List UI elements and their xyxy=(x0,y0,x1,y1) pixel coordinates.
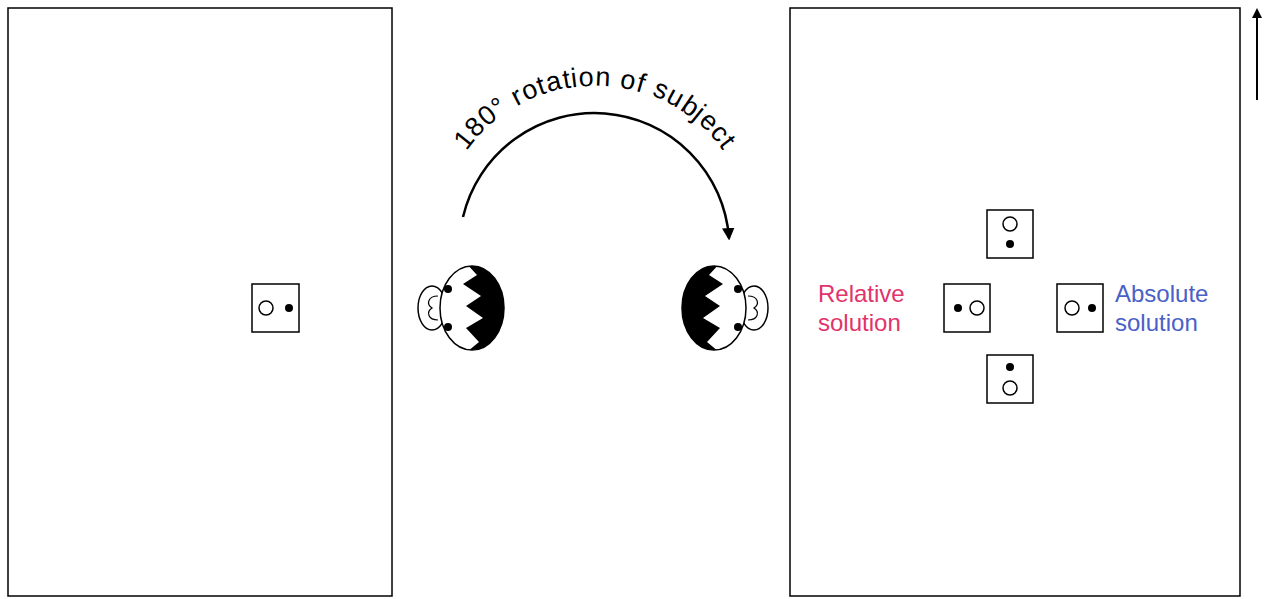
relative-solution-label: Relative solution xyxy=(818,279,930,337)
choice-card-top xyxy=(987,210,1033,258)
edge-arrow xyxy=(1256,10,1258,100)
subject-head xyxy=(418,260,504,356)
subject-head-rotated xyxy=(682,260,768,356)
stimulus-card xyxy=(252,284,299,332)
rotation-arrow xyxy=(463,113,729,238)
choice-card-absolute xyxy=(1057,284,1103,332)
left-table xyxy=(8,8,392,596)
absolute-solution-label: Absolute solution xyxy=(1115,279,1233,337)
right-table xyxy=(790,8,1240,596)
choice-card-bottom xyxy=(987,355,1033,403)
choice-card-relative xyxy=(944,284,990,332)
rotation-label: 180° rotation of subject xyxy=(420,40,780,220)
